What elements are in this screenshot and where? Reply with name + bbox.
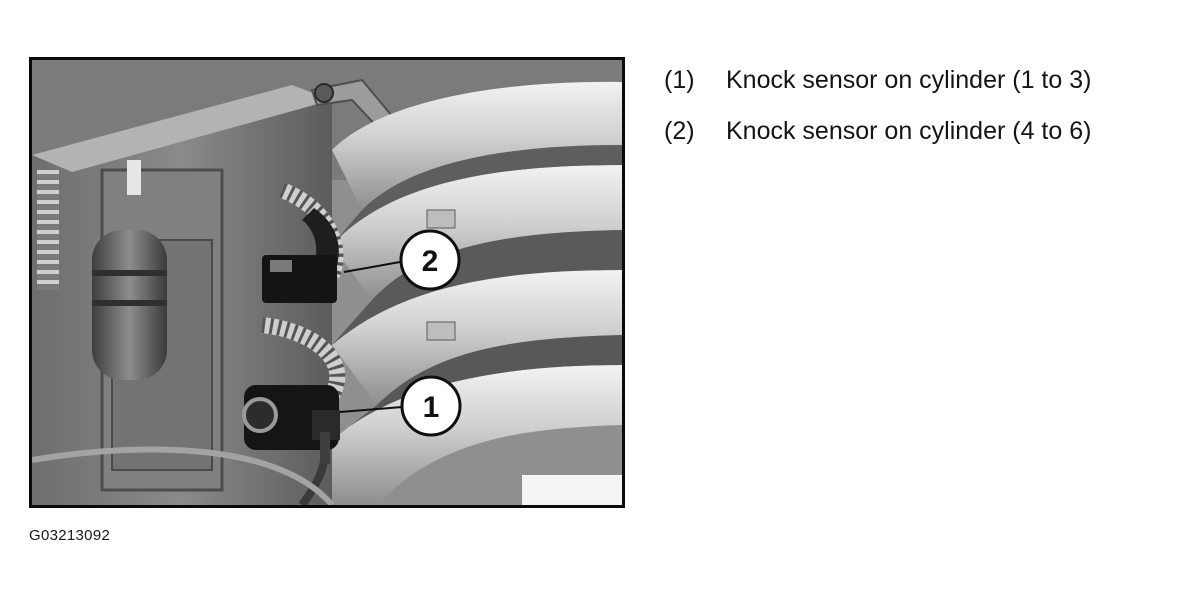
engine-photo: 2 1 — [32, 60, 622, 505]
legend-item-number: (2) — [664, 117, 695, 145]
knock-sensor-2 — [262, 208, 339, 303]
legend-item: (2) Knock sensor on cylinder (4 to 6) — [664, 115, 1091, 147]
legend-item: (1) Knock sensor on cylinder (1 to 3) — [664, 64, 1091, 96]
engine-photo-frame: 2 1 — [29, 57, 625, 508]
figure-id-label: G03213092 — [29, 527, 111, 544]
callout-2: 2 — [399, 229, 461, 291]
legend-item-text: Knock sensor on cylinder (1 to 3) — [726, 66, 1092, 94]
callout-1: 1 — [400, 375, 462, 437]
callout-2-number: 2 — [422, 245, 439, 278]
legend: (1) Knock sensor on cylinder (1 to 3) (2… — [664, 64, 1091, 166]
legend-item-text: Knock sensor on cylinder (4 to 6) — [726, 117, 1092, 145]
legend-item-number: (1) — [664, 66, 695, 94]
callout-1-number: 1 — [423, 391, 440, 424]
knock-sensor-1 — [242, 385, 340, 464]
